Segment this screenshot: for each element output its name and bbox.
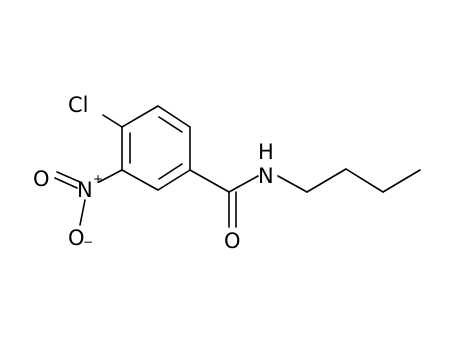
n-o-double-bond-b <box>54 177 78 189</box>
nitro-nitrogen-label: N <box>77 178 93 202</box>
ring-carbonyl-bond <box>189 169 230 193</box>
carbonyl-oxygen-label: O <box>224 229 241 253</box>
nitro-oxygen-bottom-label: O <box>68 226 85 250</box>
chain-bond-3 <box>345 168 384 193</box>
nitro-negative-charge: − <box>83 235 93 249</box>
ring-double-bond-a <box>158 116 183 133</box>
ring-double-bond-b <box>158 163 183 180</box>
c-cl-bond <box>102 114 123 128</box>
chain-bond-2 <box>306 168 347 193</box>
n-o-double-bond-a <box>56 171 81 183</box>
chain-bond-4 <box>382 169 421 193</box>
nitro-oxygen-top-label: O <box>33 167 50 191</box>
chain-bond-1 <box>277 175 308 193</box>
ring-bond-3 <box>157 169 191 191</box>
amide-nitrogen-label: N <box>258 164 274 188</box>
ring-bond-4 <box>121 169 159 191</box>
benzene-ring <box>121 105 191 191</box>
n-o-single-bond <box>79 199 86 226</box>
c-n-bond <box>228 175 259 193</box>
amide-hydrogen-label: H <box>258 140 274 164</box>
nitro-positive-charge: + <box>93 172 103 186</box>
ring-bond-6 <box>121 105 159 128</box>
ring-bond-1 <box>157 105 191 128</box>
butyl-chain <box>277 168 421 193</box>
chlorine-label: Cl <box>68 93 89 117</box>
c-no2-bond <box>98 169 123 183</box>
